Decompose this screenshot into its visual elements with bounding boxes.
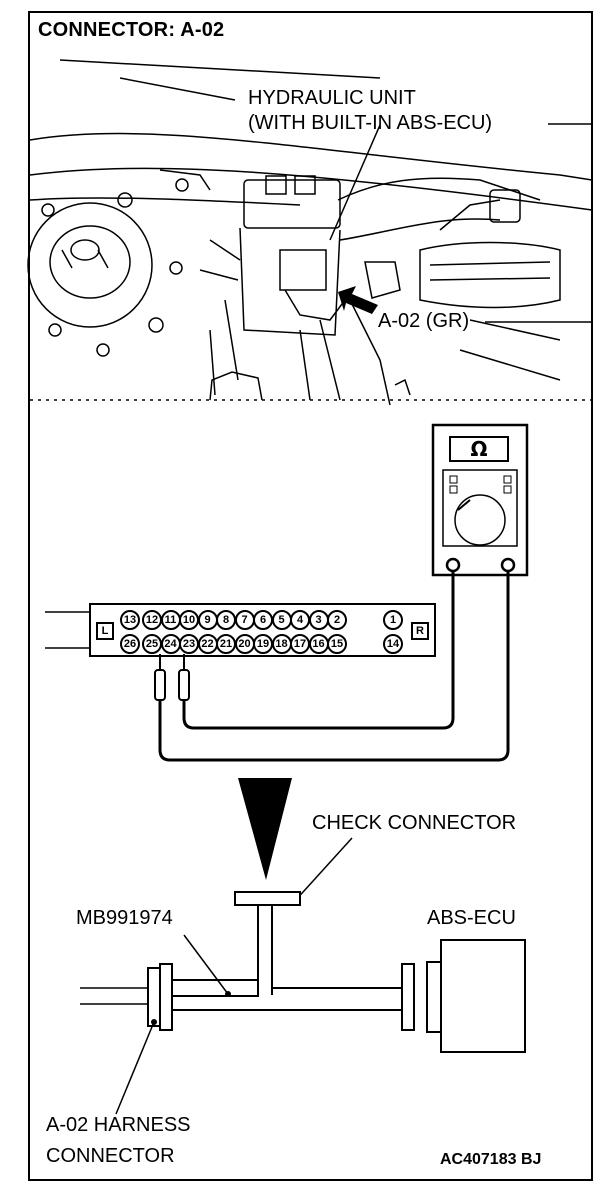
bottom-row-pin-15: 15: [327, 634, 347, 654]
probe-tip-b: [154, 669, 166, 701]
bottom-row-pin-16: 16: [308, 634, 329, 654]
bottom-row-pin-21: 21: [216, 634, 236, 654]
multimeter-small-3: [503, 475, 512, 484]
abs-ecu-connector: [426, 961, 442, 1033]
multimeter-small-4: [503, 485, 512, 494]
connection-arrow: [238, 778, 292, 880]
harness-connector-label: A-02 HARNESS: [46, 1114, 191, 1136]
bottom-row-pin-17: 17: [290, 634, 310, 654]
harness-connector-plate: [147, 967, 161, 1027]
top-row-pin-4: 4: [290, 610, 310, 630]
probe-tip-a: [178, 669, 190, 701]
bottom-row-pin-25: 25: [142, 634, 162, 654]
tool-vertical-branch: [257, 905, 273, 995]
bottom-row-pin-24: 24: [160, 634, 181, 654]
bottom-row-pin-26: 26: [120, 634, 140, 654]
probe-lead-b: [158, 571, 510, 762]
tool-horizontal-main: [172, 979, 402, 1011]
harness-connector-sublabel: CONNECTOR: [46, 1145, 175, 1167]
top-row-pin-5: 5: [271, 610, 292, 630]
multimeter-dial: [454, 494, 506, 546]
multimeter-face: [442, 469, 518, 547]
connector-a02-label: A-02 (GR): [378, 310, 470, 332]
top-row-pin-2: 2: [327, 610, 347, 630]
probe-lead-a: [182, 571, 455, 730]
multimeter-dial-pointer: [457, 499, 471, 511]
bottom-row-pin-20: 20: [234, 634, 255, 654]
bottom-row-pin-23: 23: [179, 634, 199, 654]
check-connector-label: CHECK CONNECTOR: [312, 812, 517, 834]
hydraulic-unit-label: HYDRAULIC UNIT: [248, 87, 416, 109]
abs-ecu-label: ABS-ECU: [427, 907, 516, 929]
hydraulic-unit-sublabel: (WITH BUILT-IN ABS-ECU): [248, 112, 493, 134]
top-row-pin-7: 7: [234, 610, 255, 630]
bottom-row-pin-18: 18: [271, 634, 292, 654]
top-row-pin-1: 1: [383, 610, 403, 630]
top-row-pin-12: 12: [142, 610, 162, 630]
figure-code: AC407183 BJ: [440, 1151, 542, 1168]
page-title: CONNECTOR: A-02: [38, 19, 225, 41]
tool-label-leader: [183, 934, 229, 995]
top-row-pin-8: 8: [216, 610, 236, 630]
hydraulic-leader-line: [329, 124, 381, 241]
top-row-pin-13: 13: [120, 610, 140, 630]
bottom-row-pin-14: 14: [383, 634, 403, 654]
tool-label-dot: [225, 991, 231, 997]
harness-wires-left: [80, 987, 150, 1005]
tool-connector-plate-right: [401, 963, 415, 1031]
connector-arrow: [338, 286, 378, 314]
top-row-pin-6: 6: [253, 610, 273, 630]
multimeter-small-1: [449, 475, 458, 484]
multimeter-jack-left: [445, 557, 461, 573]
harness-label-dot: [151, 1019, 157, 1025]
multimeter-jack-right: [500, 557, 516, 573]
top-row-pin-11: 11: [160, 610, 181, 630]
multimeter-small-2: [449, 485, 458, 494]
engine-bay-illustration: [27, 59, 593, 406]
lower-check-connector: [234, 891, 301, 906]
mb991974-label: MB991974: [76, 907, 173, 929]
top-row-pin-3: 3: [308, 610, 329, 630]
top-row-pin-9: 9: [197, 610, 218, 630]
connector-side-right: R: [411, 622, 429, 640]
check-connector-leader: [293, 837, 353, 903]
abs-ecu-body: [440, 939, 526, 1053]
connector-side-left: L: [96, 622, 114, 640]
top-row-pin-10: 10: [179, 610, 199, 630]
tool-connector-plate-left: [159, 963, 173, 1031]
bottom-row-pin-22: 22: [197, 634, 218, 654]
ohm-display: Ω: [449, 436, 509, 462]
outer-frame: [28, 11, 593, 1181]
harness-label-leader: [115, 1021, 155, 1115]
bottom-row-pin-19: 19: [253, 634, 273, 654]
check-connector-wires-left: [45, 611, 90, 649]
